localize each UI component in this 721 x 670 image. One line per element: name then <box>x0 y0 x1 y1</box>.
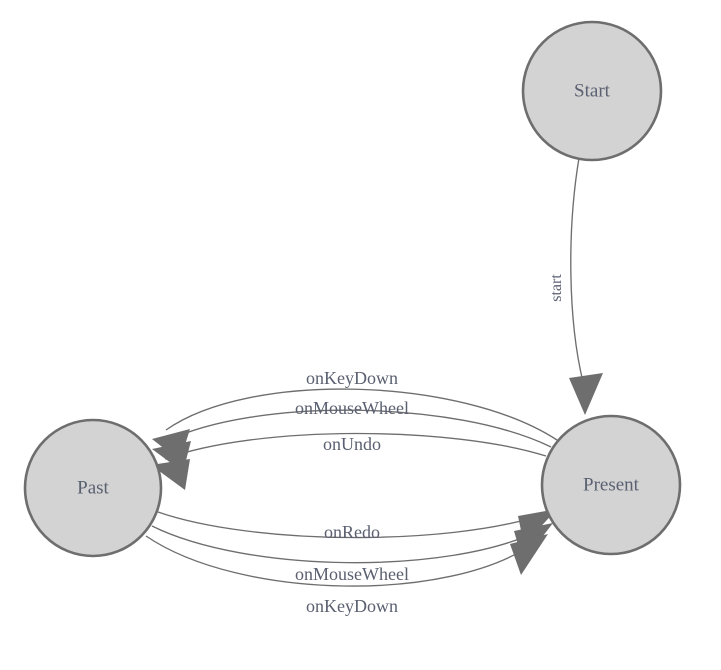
node-start-circle <box>521 20 663 162</box>
edge-path-keydown-upper <box>165 388 558 441</box>
arrowhead-start-to-present <box>569 373 603 415</box>
node-past[interactable]: Past <box>23 418 163 558</box>
node-start[interactable]: Start <box>521 20 663 162</box>
edge-label-mousewheel-upper: onMouseWheel <box>295 398 409 418</box>
edge-layer <box>145 157 603 587</box>
edge-label-keydown-lower: onKeyDown <box>306 596 398 616</box>
node-past-circle <box>23 418 163 558</box>
edge-path-redo <box>157 511 543 539</box>
node-past-label: Past <box>77 477 109 498</box>
edge-label-mousewheel-lower: onMouseWheel <box>295 564 409 584</box>
edge-past-to-present-keydown[interactable] <box>145 534 548 587</box>
node-present-label: Present <box>583 474 640 495</box>
arrowhead-undo <box>151 459 190 490</box>
edge-path-mousewheel-lower <box>151 525 539 564</box>
edge-path-mousewheel-upper <box>166 409 552 448</box>
edge-path-keydown-lower <box>145 535 535 587</box>
edge-label-layer: start onKeyDown onMouseWheel onUndo onRe… <box>295 274 565 616</box>
edge-path-undo <box>164 432 547 460</box>
edge-label-undo: onUndo <box>323 434 381 454</box>
arrowhead-keydown-lower <box>510 534 548 575</box>
node-present-circle <box>540 414 682 556</box>
edge-label-redo: onRedo <box>324 522 380 542</box>
node-present[interactable]: Present <box>540 414 682 556</box>
edge-start-to-present[interactable] <box>569 157 603 415</box>
node-start-label: Start <box>574 80 611 101</box>
edge-present-to-past-undo[interactable] <box>151 432 547 490</box>
node-layer: Start Past Present <box>23 20 682 558</box>
edge-label-keydown-upper: onKeyDown <box>306 368 398 388</box>
edge-path-start <box>570 157 584 383</box>
edge-label-start: start <box>548 274 565 302</box>
